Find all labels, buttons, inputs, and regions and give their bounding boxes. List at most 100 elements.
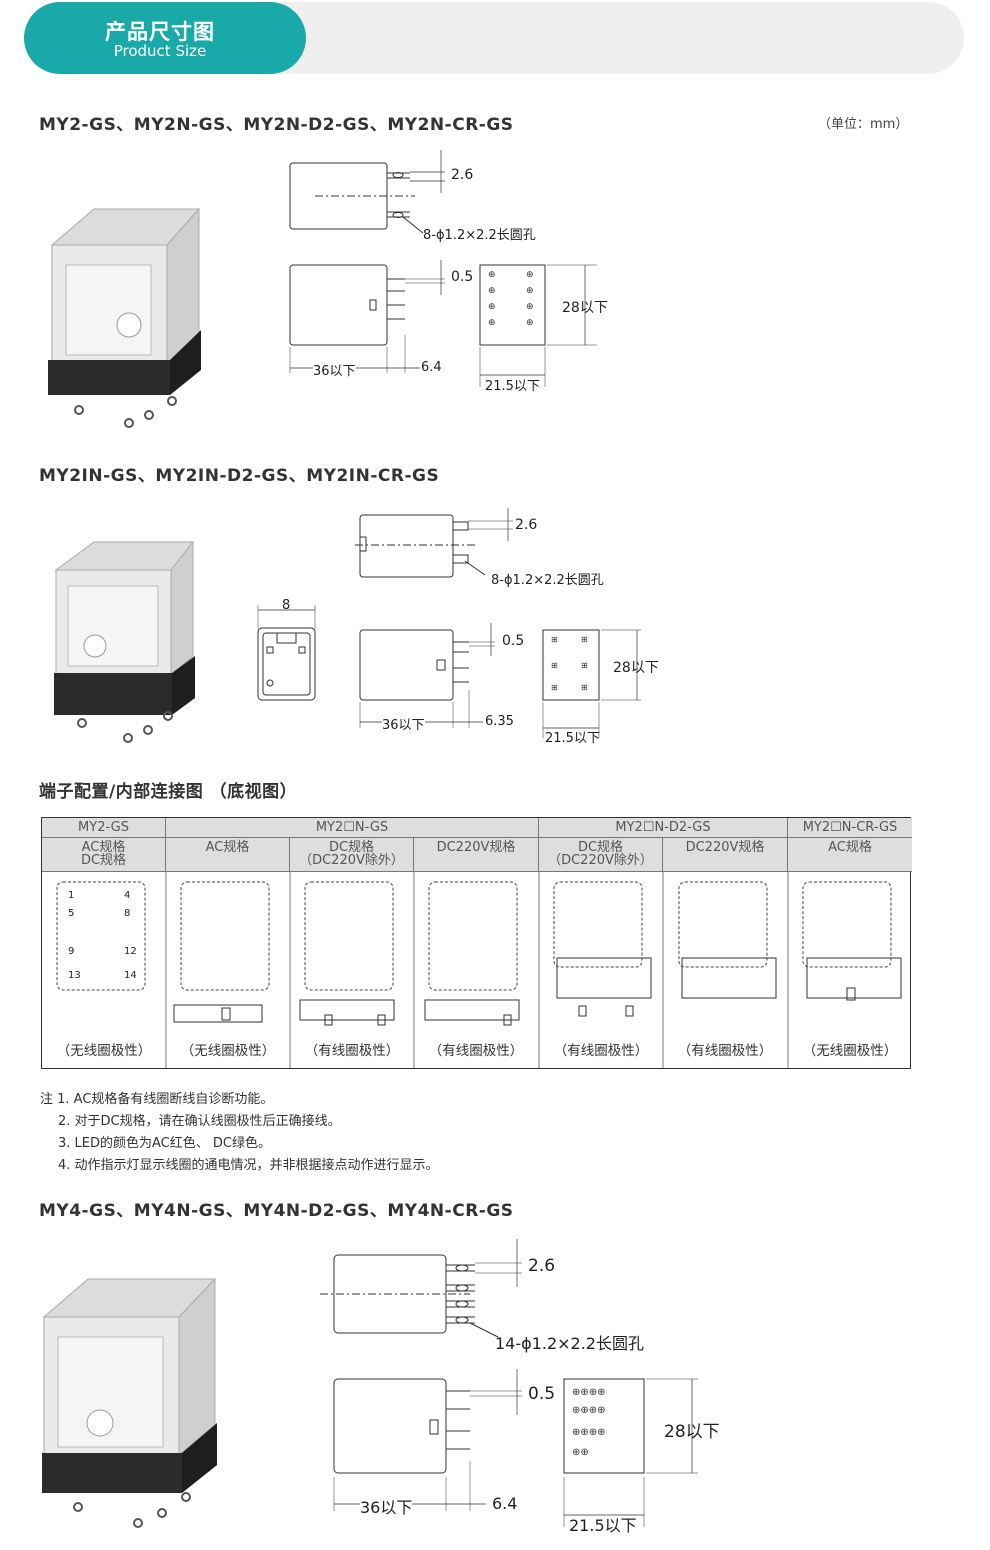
dim-hole: 8-ϕ1.2×2.2长圆孔 — [423, 228, 536, 243]
group-my2n: MY2☐N-GS — [166, 818, 539, 838]
dim3-length: 36以下 — [360, 1494, 413, 1518]
dim-height: 28以下 — [562, 300, 608, 316]
col-5-line1: DC规格 — [577, 840, 624, 855]
svg-text:⊕: ⊕ — [488, 286, 496, 296]
pin-13: 13 — [68, 970, 81, 981]
section-title-my4: MY4-GS、MY4N-GS、MY4N-D2-GS、MY4N-CR-GS — [39, 1201, 514, 1221]
terminal-diagrams — [56, 872, 902, 1068]
dim3-height: 28以下 — [664, 1422, 720, 1442]
col-5-line2: （DC220V除外） — [548, 853, 653, 868]
col-spec-5: DC规格（DC220V除外） — [539, 838, 663, 872]
group-my2: MY2-GS — [42, 818, 166, 838]
dim2-0-5: 0.5 — [502, 633, 525, 649]
group-my2n-d2: MY2☐N-D2-GS — [539, 818, 788, 838]
svg-text:⊕: ⊕ — [526, 286, 534, 296]
drawing-my2in-side — [355, 508, 513, 578]
svg-text:⊞: ⊞ — [581, 661, 588, 670]
col-4-line1: DC220V规格 — [436, 840, 516, 855]
col-7-line1: AC规格 — [828, 840, 872, 855]
drawing-my2-front: ⊕ ⊕ ⊕ ⊕ ⊕ ⊕ ⊕ ⊕ — [289, 260, 597, 387]
col-3-line2: （DC220V除外） — [299, 853, 404, 868]
dim-top-8: 8 — [282, 598, 291, 613]
unit-label: （单位：mm） — [818, 117, 909, 132]
dim-pitch: 6.4 — [421, 360, 442, 375]
svg-text:⊕: ⊕ — [488, 318, 496, 328]
dim3-pitch: 6.4 — [492, 1494, 518, 1513]
drawing-my4-side — [320, 1239, 522, 1338]
drawing-my2in-top — [257, 605, 316, 701]
col-spec-4: DC220V规格 — [414, 838, 539, 872]
note-2: 2. 对于DC规格，请在确认线圈极性后正确接线。 — [58, 1114, 341, 1129]
terminal-table: MY2-GS MY2☐N-GS MY2☐N-D2-GS MY2☐N-CR-GS … — [41, 817, 912, 1069]
note-3: 3. LED的颜色为AC红色、 DC绿色。 — [58, 1136, 271, 1151]
col-5-note: （有线圈极性） — [553, 1043, 649, 1059]
dim3-2-6: 2.6 — [528, 1256, 556, 1276]
col-4-note: （有线圈极性） — [428, 1043, 524, 1059]
col-1-line2: DC规格 — [80, 853, 127, 868]
dim3-hole: 14-ϕ1.2×2.2长圆孔 — [495, 1334, 644, 1353]
col-spec-2: AC规格 — [166, 838, 290, 872]
pin-14: 14 — [124, 970, 137, 981]
dim3-0-5: 0.5 — [528, 1384, 556, 1404]
svg-text:⊕⊕: ⊕⊕ — [572, 1447, 589, 1458]
pin-5: 5 — [68, 908, 75, 919]
dim-0-5: 0.5 — [451, 269, 474, 285]
pin-8: 8 — [124, 908, 131, 919]
dim2-2-6: 2.6 — [515, 517, 538, 533]
svg-text:⊕: ⊕ — [488, 302, 496, 312]
dim2-pitch: 6.35 — [485, 714, 514, 729]
dim2-hole: 8-ϕ1.2×2.2长圆孔 — [491, 573, 604, 588]
col-7-note: （无线圈极性） — [802, 1043, 898, 1059]
header-title-cn: 产品尺寸图 — [105, 20, 215, 44]
col-1-note: （无线圈极性） — [56, 1043, 152, 1059]
group-my2n-cr: MY2☐N-CR-GS — [788, 818, 912, 838]
pin-12: 12 — [124, 946, 137, 957]
svg-text:⊞: ⊞ — [551, 661, 558, 670]
pin-4: 4 — [124, 890, 131, 901]
svg-text:⊕: ⊕ — [526, 302, 534, 312]
header-pill — [24, 2, 306, 74]
svg-text:⊕⊕⊕⊕: ⊕⊕⊕⊕ — [572, 1427, 606, 1438]
svg-text:⊞: ⊞ — [551, 635, 558, 644]
col-spec-6: DC220V规格 — [663, 838, 788, 872]
col-spec-7: AC规格 — [788, 838, 912, 872]
col-spec-3: DC规格（DC220V除外） — [290, 838, 414, 872]
dim2-height: 28以下 — [613, 660, 659, 676]
svg-text:⊕: ⊕ — [526, 318, 534, 328]
section-title-my2: MY2-GS、MY2N-GS、MY2N-D2-GS、MY2N-CR-GS — [39, 115, 514, 135]
relay-photo-my2 — [48, 207, 201, 428]
col-6-line1: DC220V规格 — [685, 840, 765, 855]
svg-text:⊞: ⊞ — [581, 635, 588, 644]
drawing-my4-front: ⊕⊕⊕⊕⊕⊕⊕⊕ ⊕⊕⊕⊕⊕⊕ — [333, 1369, 698, 1527]
dim3-width: 21.5以下 — [569, 1516, 637, 1535]
pin-1: 1 — [68, 890, 75, 901]
svg-text:⊞: ⊞ — [581, 683, 588, 692]
dim-width: 21.5以下 — [485, 379, 540, 394]
col-6-note: （有线圈极性） — [677, 1043, 773, 1059]
col-3-note: （有线圈极性） — [304, 1043, 400, 1059]
pin-9: 9 — [68, 946, 75, 957]
dim2-length: 36以下 — [382, 714, 425, 733]
relay-photo-my2in — [54, 540, 195, 743]
drawing-my2in-front: ⊞ ⊞ ⊞ ⊞ ⊞ ⊞ — [359, 623, 641, 738]
drawing-my2-side — [289, 150, 445, 234]
svg-text:⊕: ⊕ — [488, 270, 496, 280]
note-1: 注 1. AC规格备有线圈断线自诊断功能。 — [40, 1092, 274, 1107]
svg-text:⊕: ⊕ — [526, 270, 534, 280]
dim-length: 36以下 — [313, 360, 356, 379]
svg-text:⊕⊕⊕⊕: ⊕⊕⊕⊕ — [572, 1405, 606, 1416]
svg-text:⊕⊕⊕⊕: ⊕⊕⊕⊕ — [572, 1387, 606, 1398]
dim-2-6: 2.6 — [451, 167, 474, 183]
section-title-my2in: MY2IN-GS、MY2IN-D2-GS、MY2IN-CR-GS — [39, 466, 440, 486]
col-2-note: （无线圈极性） — [180, 1043, 276, 1059]
svg-text:⊞: ⊞ — [551, 683, 558, 692]
header-title-en: Product Size — [113, 42, 207, 60]
dim2-width: 21.5以下 — [545, 731, 600, 746]
relay-photo-my4 — [42, 1277, 217, 1528]
note-4: 4. 动作指示灯显示线圈的通电情况，并非根据接点动作进行显示。 — [58, 1158, 439, 1173]
col-2-line1: AC规格 — [205, 840, 250, 855]
col-1-line1: AC规格 — [81, 840, 126, 855]
col-3-line1: DC规格 — [328, 840, 375, 855]
terminal-title: 端子配置/内部连接图 （底视图） — [39, 782, 298, 802]
